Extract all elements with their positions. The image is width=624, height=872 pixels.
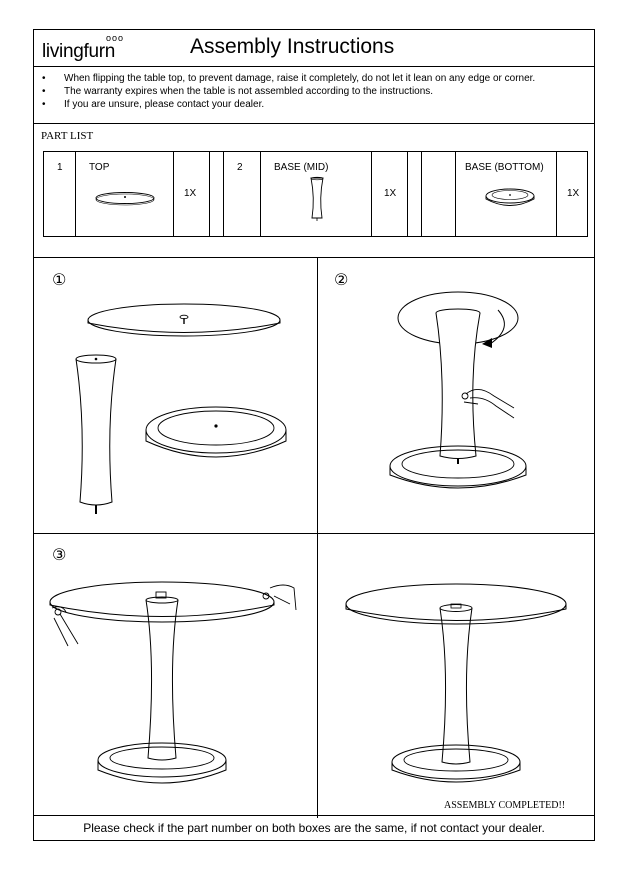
page-title: Assembly Instructions bbox=[190, 35, 395, 58]
table-top-part-icon bbox=[95, 192, 155, 206]
brand-logo-mark: ooo bbox=[106, 33, 125, 43]
divider bbox=[34, 533, 594, 534]
step-1-illustration bbox=[75, 303, 287, 514]
assembly-completed-label: ASSEMBLY COMPLETED!! bbox=[444, 800, 566, 811]
base-bottom-part-icon bbox=[485, 188, 535, 206]
part-qty-cell: 1X bbox=[174, 152, 210, 236]
step-1-number: ① bbox=[52, 270, 67, 289]
part-name-cell: BASE (BOTTOM) bbox=[456, 152, 557, 236]
step-3-illustration bbox=[49, 581, 297, 784]
divider bbox=[34, 257, 594, 258]
footer-note: Please check if the part number on both … bbox=[34, 815, 594, 840]
completed-illustration bbox=[345, 583, 567, 783]
base-mid-part-icon bbox=[310, 176, 324, 221]
part-number-cell bbox=[422, 152, 456, 236]
spacer-cell bbox=[408, 152, 422, 236]
part-name-cell: TOP bbox=[76, 152, 174, 236]
step-2-number: ② bbox=[334, 270, 349, 289]
part-name-cell: BASE (MID) bbox=[261, 152, 372, 236]
part-number-cell: 1 bbox=[44, 152, 76, 236]
part-number-cell: 2 bbox=[224, 152, 261, 236]
spacer-cell bbox=[210, 152, 224, 236]
notes-section: • When flipping the table top, to preven… bbox=[34, 67, 594, 124]
part-qty-cell: 1X bbox=[567, 188, 580, 199]
header: livingfurn ooo Assembly Instructions bbox=[34, 30, 594, 67]
part-list-table: 1 TOP 1X 2 BASE (MID) 1X bbox=[43, 151, 588, 237]
part-list-label: PART LIST bbox=[41, 130, 94, 142]
step-3-number: ③ bbox=[52, 545, 67, 564]
instruction-sheet: livingfurn ooo Assembly Instructions • W… bbox=[33, 29, 595, 841]
brand-logo: livingfurn bbox=[42, 41, 116, 62]
part-qty-cell: 1X bbox=[372, 152, 408, 236]
step-2-illustration bbox=[389, 291, 527, 489]
divider bbox=[317, 257, 318, 818]
